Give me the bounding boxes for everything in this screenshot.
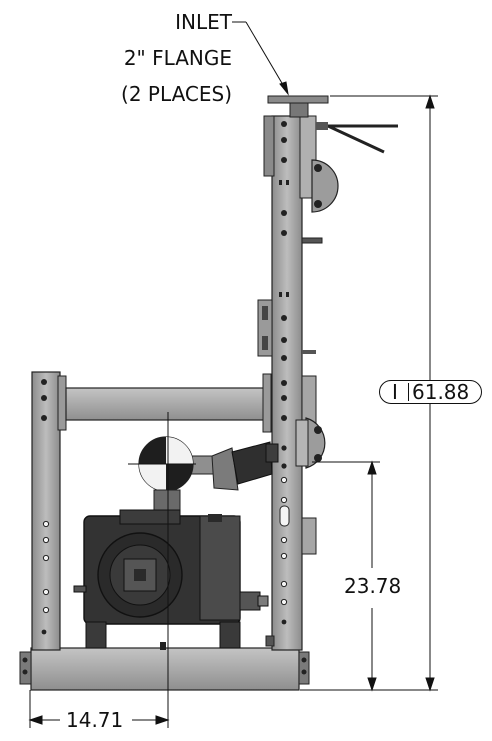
inlet-flange-top [267, 95, 398, 154]
left-frame-column [31, 371, 67, 651]
inlet-callout-line1: INLET [175, 10, 232, 34]
inlet-height-dimension: 23.78 [342, 574, 404, 598]
overall-height-prefix: I [392, 380, 398, 404]
center-offset-dimension: 14.71 [66, 708, 124, 732]
dimension-lines [28, 21, 438, 728]
inlet-callout-line3: (2 PLACES) [121, 82, 232, 106]
upper-valve [311, 159, 339, 213]
pump-inlet-ball [138, 436, 194, 515]
motor-pump-body [73, 509, 269, 650]
overall-height-divider [408, 383, 409, 401]
base-skid [19, 647, 310, 691]
right-frame-column [257, 115, 323, 651]
overall-height-dimension: I 61.88 [379, 380, 482, 404]
inlet-callout-line2: 2" FLANGE [123, 46, 232, 70]
overall-height-value: 61.88 [412, 380, 470, 404]
center-marks [128, 412, 196, 728]
lower-valve [295, 417, 326, 469]
horizontal-beam [65, 373, 272, 433]
